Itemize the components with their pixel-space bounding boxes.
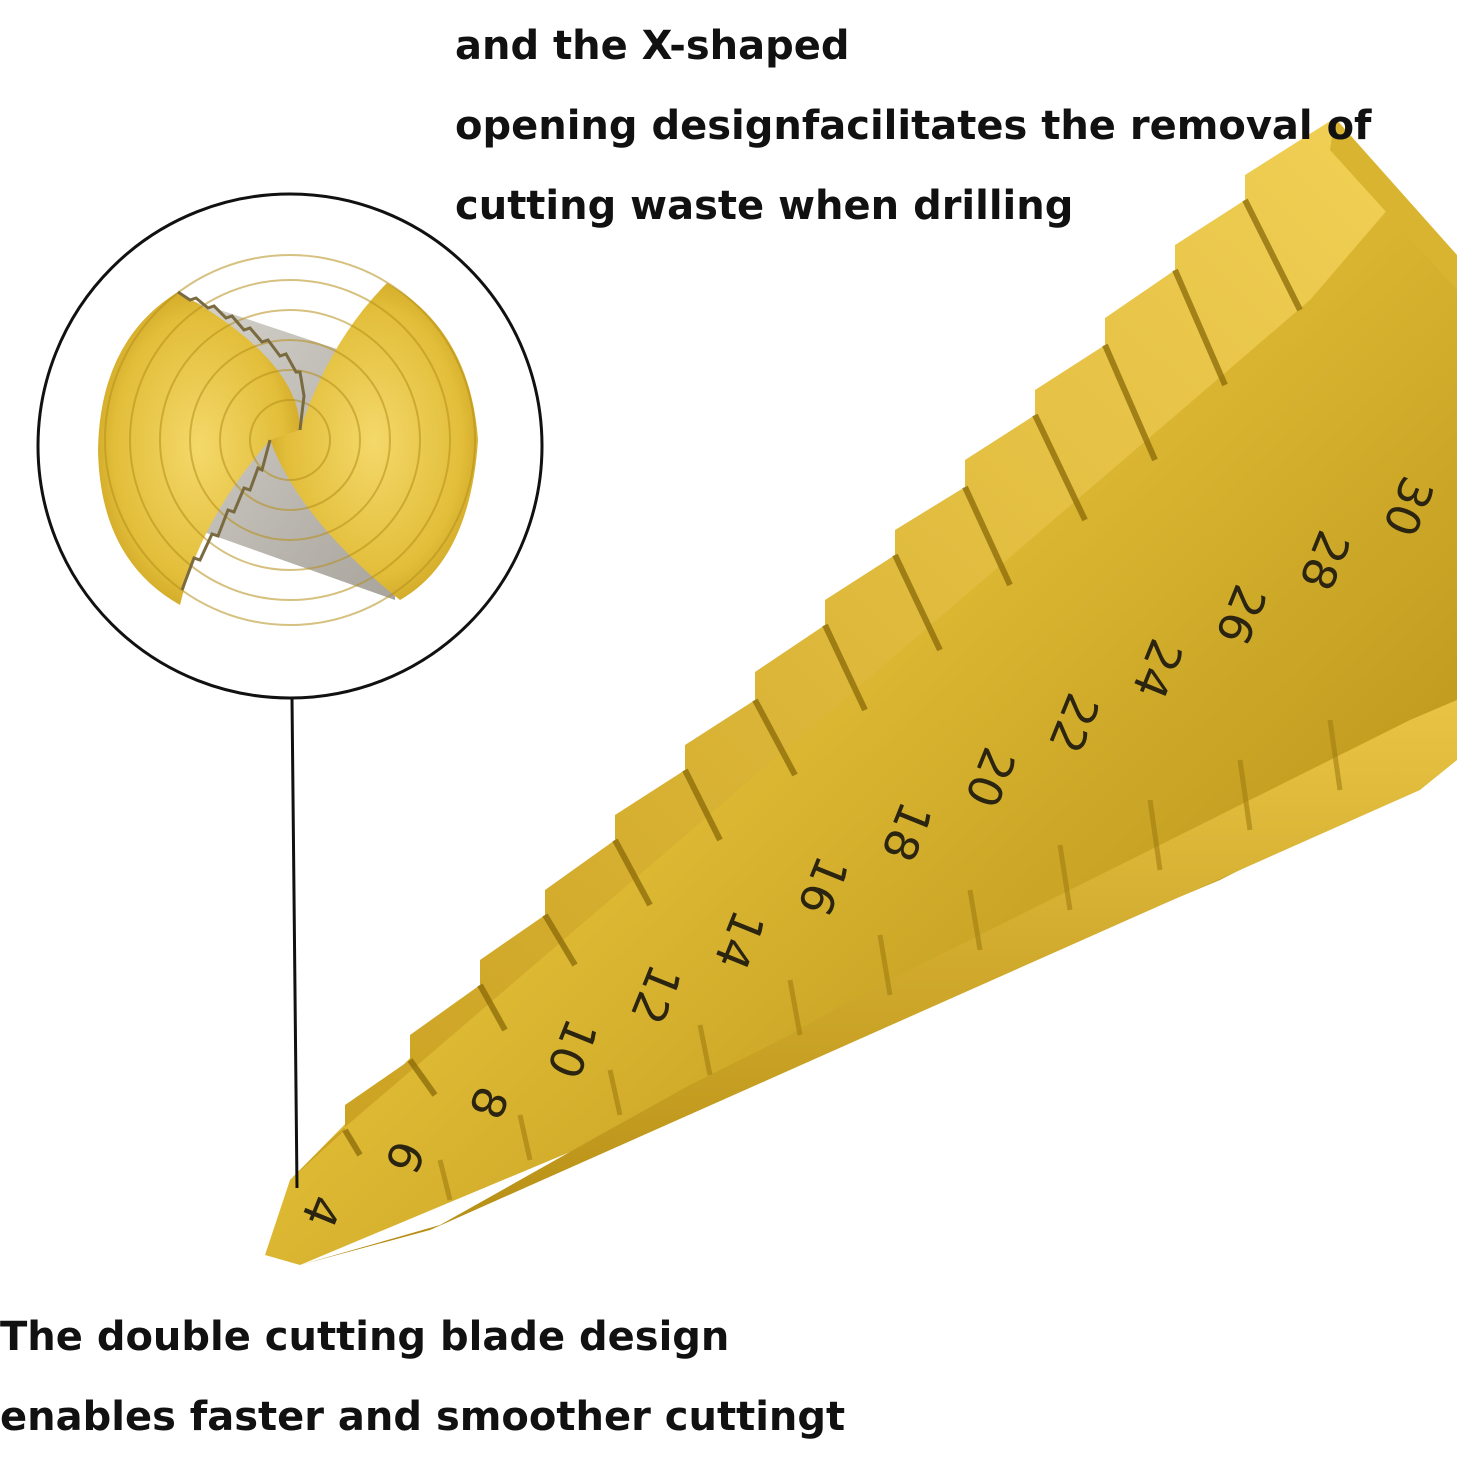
bottom-caption-line-2: enables faster and smoother cuttingt (0, 1394, 846, 1440)
detail-zoom-circle (36, 192, 544, 1189)
top-caption-line-2: opening designfacilitates the removal of (455, 103, 1372, 149)
serrated-edge (177, 290, 306, 431)
zoom-circle-outline (36, 192, 544, 700)
right-cutting-blade (270, 283, 478, 600)
pointer-line (290, 697, 299, 1189)
blade-rings (104, 254, 476, 626)
bottom-caption: The double cutting blade design enables … (0, 1297, 846, 1457)
serrated-edge-2 (180, 439, 272, 591)
left-cutting-blade (98, 292, 300, 605)
top-caption-line-3: cutting waste when drilling (455, 183, 1074, 229)
drill-step-ridges (342, 198, 1303, 1157)
drill-lower-ridges (437, 719, 1343, 1201)
top-caption-line-1: and the X-shaped (455, 23, 850, 69)
top-caption: and the X-shaped opening designfacilitat… (455, 6, 1372, 246)
drill-lower-steps (300, 700, 1457, 1265)
drill-shank-end (1330, 118, 1457, 290)
bottom-caption-line-1: The double cutting blade design (0, 1314, 730, 1360)
